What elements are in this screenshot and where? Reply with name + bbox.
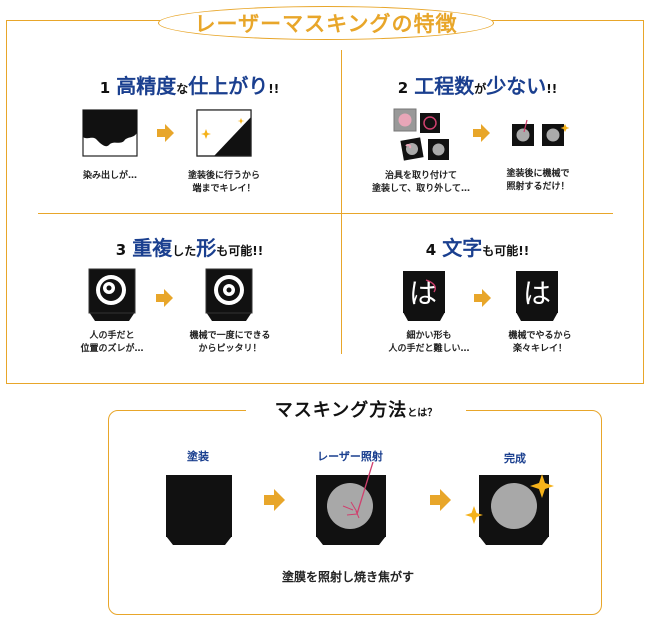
feature-2-heading-part: 少ない [486, 74, 547, 98]
feature-2-before-caption: 治具を取り付けて塗装して、取り外して… [366, 170, 476, 196]
step-paint-illustration [166, 475, 232, 545]
feature-1-before-illustration [82, 109, 138, 157]
feature-1-number: 1 [99, 79, 111, 97]
feature-4-after-line: 機械でやるから [508, 331, 572, 341]
feature-3-after-caption: 機械で一度にできるからピッタリ！ [175, 330, 285, 356]
sparkle-icon [465, 506, 483, 524]
feature-3-before-line: 位置のズレが… [80, 344, 144, 354]
feature-3-heading-part: も可能!! [216, 244, 264, 258]
feature-3-number: 3 [115, 241, 127, 259]
step-finish-label: 完成 [504, 452, 526, 465]
feature-4-after-illustration: は [516, 271, 558, 321]
step-finish-illustration [465, 474, 554, 545]
feature-4-before-line: 人の手だと難しい… [388, 344, 470, 354]
feature-1-heading-part: な [176, 82, 189, 96]
method-caption: 塗膜を照射し焼き焦がす [281, 570, 414, 584]
feature-3-before-caption: 人の手だと位置のズレが… [62, 330, 162, 356]
feature-4-glyph-before: は [409, 277, 437, 310]
feature-3-heading-part: した [172, 244, 197, 258]
arrow-icon [473, 124, 490, 142]
feature-1-after-line: 塗装後に行うから [187, 171, 260, 181]
feature-4-before-caption: 細かい形も人の手だと難しい… [374, 330, 484, 356]
feature-3-after-illustration [205, 268, 253, 321]
feature-2-before-line: 治具を取り付けて [384, 171, 457, 181]
feature-1-heading-part: 高精度 [116, 74, 177, 98]
feature-4-heading-part: 文字 [442, 236, 483, 260]
step-laser-illustration [316, 462, 386, 545]
arrow-icon [156, 289, 173, 307]
feature-1-heading-part: !! [268, 82, 280, 96]
feature-3-heading-part: 形 [196, 236, 217, 260]
method-title-suffix: とは？ [407, 408, 438, 419]
feature-2-heading-part: 工程数 [414, 74, 475, 98]
feature-3-before-illustration [88, 268, 136, 321]
sparkle-icon [560, 124, 570, 132]
method-title-main: マスキング方法 [274, 400, 408, 421]
feature-1-after-line: 端までキレイ！ [192, 184, 256, 194]
feature-4-number: 4 [425, 241, 437, 259]
features-title: レーザーマスキングの特徴 [194, 12, 458, 36]
arrow-icon [157, 124, 174, 142]
feature-3-after-line: 機械で一度にできる [189, 331, 271, 341]
feature-2-after-line: 照射するだけ！ [506, 182, 570, 192]
feature-2-after-illustration [512, 119, 570, 146]
feature-3-heading: 3 重複した形も可能!! [38, 232, 341, 261]
sparkle-icon [201, 129, 211, 139]
feature-3-before-line: 人の手だと [89, 331, 135, 341]
feature-1-after-illustration [196, 109, 252, 157]
feature-1-heading: 1 高精度な仕上がり!! [38, 70, 341, 99]
feature-2-after-caption: 塗装後に機械で照射するだけ！ [488, 168, 588, 194]
arrow-icon [474, 289, 491, 307]
step-paint-label: 塗装 [187, 450, 209, 463]
feature-4-before-line: 細かい形も [406, 331, 452, 341]
feature-2-number: 2 [397, 79, 409, 97]
feature-1-before-line: 染み出しが… [82, 171, 137, 181]
feature-4-heading: 4 文字も可能!! [342, 232, 613, 261]
feature-2-before-line: 塗装して、取り外して… [371, 184, 470, 194]
feature-2-heading-part: !! [546, 82, 558, 96]
feature-2-after-line: 塗装後に機械で [506, 169, 570, 179]
feature-1-after-caption: 塗装後に行うから端までキレイ！ [174, 170, 274, 196]
feature-2-heading-part: が [474, 82, 487, 96]
feature-4-after-caption: 機械でやるから楽々キレイ！ [490, 330, 590, 356]
feature-4-heading-part: も可能!! [482, 244, 530, 258]
vertical-divider [341, 50, 342, 354]
sparkle-icon [530, 474, 554, 498]
feature-3-after-line: からピッタリ！ [198, 344, 262, 354]
feature-3-heading-part: 重複 [132, 236, 173, 260]
feature-4-glyph-after: は [523, 277, 551, 310]
features-title-badge: レーザーマスキングの特徴 [158, 6, 494, 40]
feature-4-before-illustration: は [403, 271, 445, 321]
arrow-icon [264, 489, 285, 511]
step-laser-label: レーザー照射 [317, 450, 383, 463]
horizontal-divider [38, 213, 613, 214]
feature-4-after-line: 楽々キレイ！ [512, 344, 567, 354]
feature-1-heading-part: 仕上がり [188, 74, 269, 98]
arrow-icon [430, 489, 451, 511]
feature-2-before-illustration [393, 108, 449, 161]
sparkle-icon [237, 118, 245, 124]
feature-1-before-caption: 染み出しが… [60, 170, 160, 183]
method-title: マスキング方法とは？ [246, 396, 466, 424]
feature-2-heading: 2 工程数が少ない!! [342, 70, 613, 99]
